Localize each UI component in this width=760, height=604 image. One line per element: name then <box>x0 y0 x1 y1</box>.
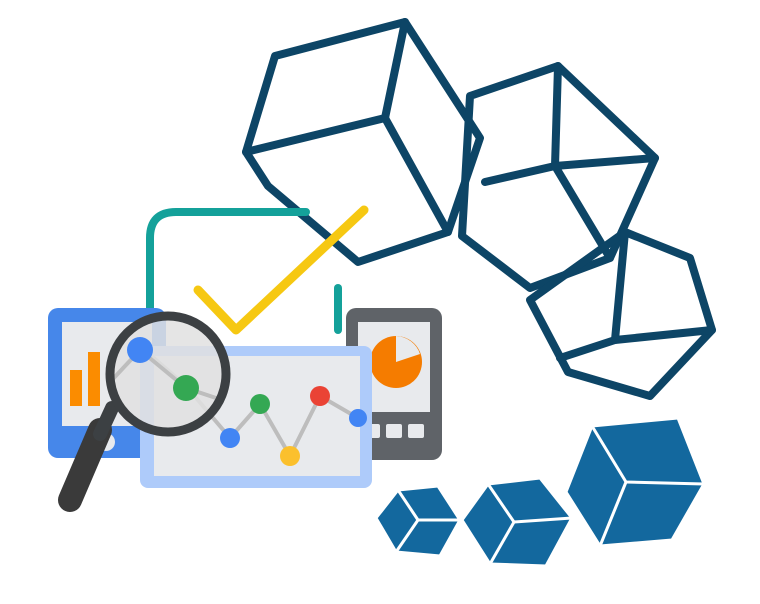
solid-cube-small <box>374 484 462 558</box>
outline-cubes-icon <box>242 18 716 400</box>
magnifying-glass-icon <box>58 311 231 512</box>
chart-dot-blue-edge <box>349 409 367 427</box>
chart-dot-red <box>310 386 330 406</box>
chart-dot-yellow <box>280 446 300 466</box>
lens-dot-blue <box>127 337 153 363</box>
outline-cube-large <box>242 18 484 266</box>
solid-cube-large <box>564 416 706 548</box>
outline-cube-lower <box>526 228 716 400</box>
solid-cubes-icon <box>374 416 706 568</box>
lens-dot-green <box>173 375 199 401</box>
solid-cube-middle <box>460 476 574 568</box>
checkmark-icon <box>193 205 369 335</box>
outline-cube-middle <box>458 62 659 292</box>
checklist-frame-icon <box>146 208 342 334</box>
chart-dot-blue <box>220 428 240 448</box>
chart-dot-green <box>250 394 270 414</box>
